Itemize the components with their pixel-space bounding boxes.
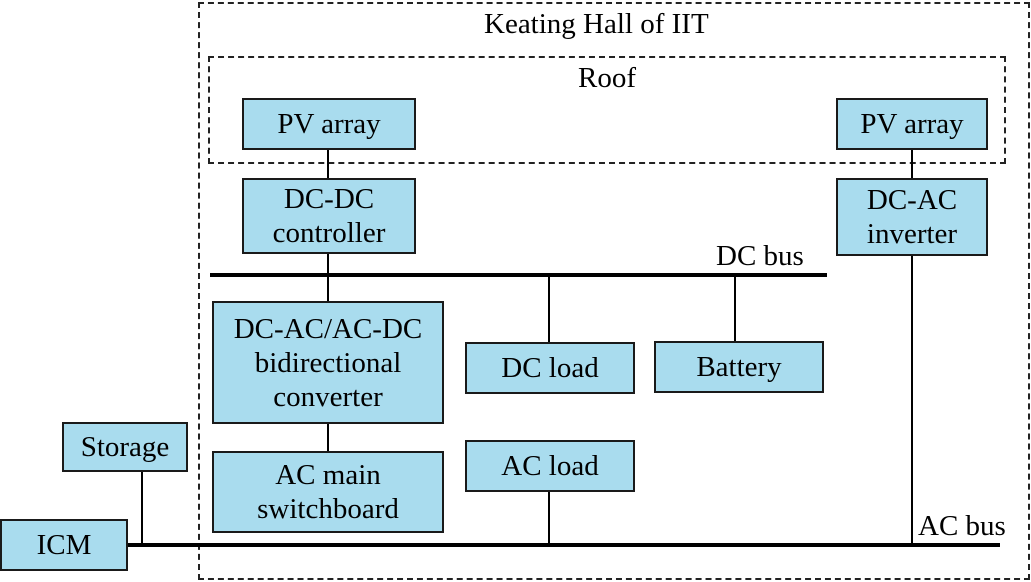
connector-pv-left-to-dcdc xyxy=(327,150,329,178)
connector-dc-bus-to-converter xyxy=(327,275,329,301)
connector-converter-to-switchboard xyxy=(327,424,329,451)
dc-load-node: DC load xyxy=(465,342,635,394)
connector-dcdc-to-dc-bus xyxy=(327,254,329,275)
connector-pv-right-to-inverter xyxy=(911,150,913,178)
dc-bus-label: DC bus xyxy=(716,240,804,272)
battery-node: Battery xyxy=(654,341,824,393)
dcdc-controller-node: DC-DC controller xyxy=(242,178,416,254)
dcac-inverter-node: DC-AC inverter xyxy=(836,178,988,256)
connector-storage-to-ac-bus xyxy=(141,472,143,545)
bidirectional-converter-node: DC-AC/AC-DC bidirectional converter xyxy=(212,301,444,424)
connector-dc-bus-to-dc-load xyxy=(548,275,550,342)
building-boundary xyxy=(198,2,1030,580)
ac-main-switchboard-node: AC main switchboard xyxy=(212,451,444,533)
icm-node: ICM xyxy=(0,519,128,571)
roof-boundary xyxy=(208,56,1006,164)
storage-node: Storage xyxy=(62,422,188,472)
connector-dc-bus-to-battery xyxy=(734,275,736,341)
ac-load-node: AC load xyxy=(465,440,635,492)
pv-array-right-node: PV array xyxy=(836,98,988,150)
pv-array-left-node: PV array xyxy=(242,98,416,150)
dc-bus-line xyxy=(210,273,827,277)
ac-bus-label: AC bus xyxy=(918,510,1006,542)
ac-bus-line xyxy=(126,543,1000,547)
connector-ac-load-to-ac-bus xyxy=(548,492,550,545)
building-label: Keating Hall of IIT xyxy=(484,8,709,40)
roof-label: Roof xyxy=(578,62,636,94)
connector-inverter-to-ac-bus xyxy=(911,256,913,545)
